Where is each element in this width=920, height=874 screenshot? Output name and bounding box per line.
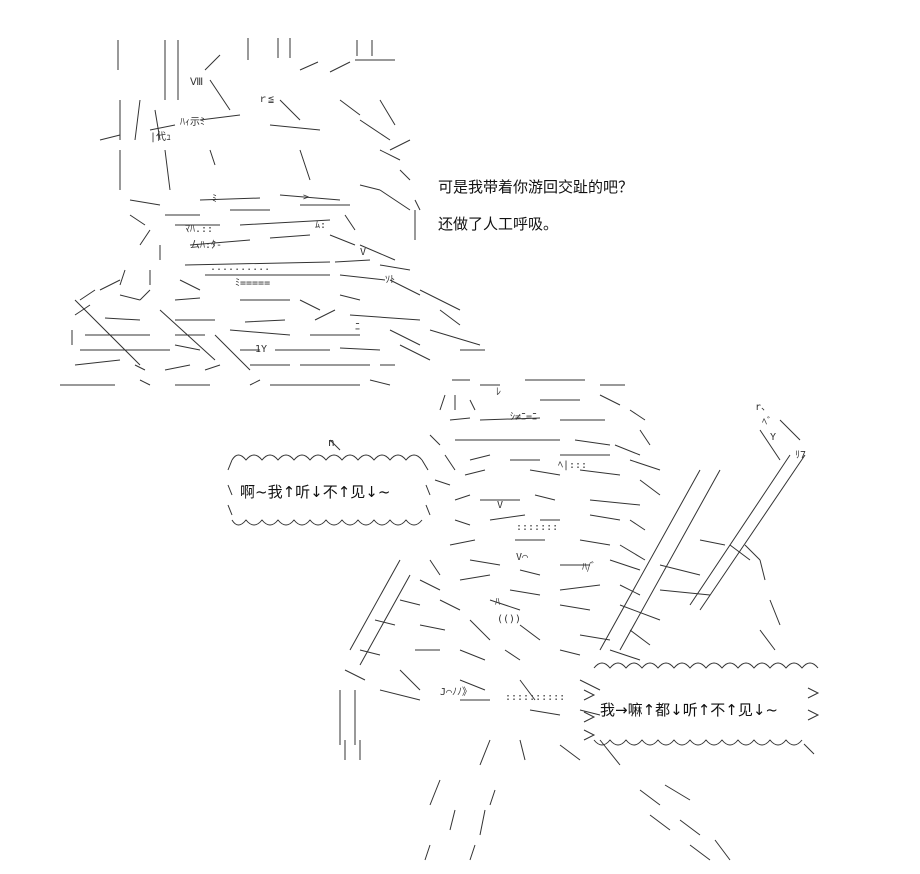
svg-text:Ⅷ: Ⅷ xyxy=(190,77,203,88)
svg-text:ﾐ: ﾐ xyxy=(212,194,217,205)
svg-text:r、: r、 xyxy=(755,402,771,413)
svg-text:ﾊ: ﾊ xyxy=(495,597,500,608)
svg-text:n: n xyxy=(328,436,335,449)
svg-text:ﾘ7: ﾘ7 xyxy=(795,450,806,461)
svg-text:|代ｭ: |代ｭ xyxy=(150,131,171,143)
svg-text:ﾊ/ﾞ: ﾊ/ﾞ xyxy=(582,561,596,573)
svg-text:ﾏﾊ.::: ﾏﾊ.:: xyxy=(185,224,213,235)
svg-text:1Y: 1Y xyxy=(255,344,267,355)
svg-text:Y: Y xyxy=(770,432,776,443)
dialogue-line-2: 还做了人工呼吸。 xyxy=(438,215,559,233)
svg-text:ｒ≦: ｒ≦ xyxy=(258,94,274,105)
svg-text:ﾍﾞ: ﾍﾞ xyxy=(762,416,772,428)
svg-text:ｼ≠ﾆ=ﾆ: ｼ≠ﾆ=ﾆ xyxy=(510,412,537,423)
left-bubble-text: 啊~我↑听↓不↑见↓~ xyxy=(240,483,391,501)
svg-text:ﾆ: ﾆ xyxy=(355,322,360,333)
svg-text:ﾐ=====: ﾐ===== xyxy=(235,278,270,289)
svg-text:(()): (()) xyxy=(497,614,521,625)
svg-text:..........: .......... xyxy=(210,262,270,273)
svg-text:ﾊｨ示ﾐ: ﾊｨ示ﾐ xyxy=(180,117,205,128)
svg-text::::::::: ::::::: xyxy=(516,522,558,533)
svg-text:V: V xyxy=(360,247,366,258)
svg-text:ﾑ:: ﾑ: xyxy=(315,220,326,231)
svg-text:ｿﾄ: ｿﾄ xyxy=(385,275,395,286)
svg-text:ﾍ|:::: ﾍ|::: xyxy=(558,460,587,471)
svg-text:::::::::::: :::::::::: xyxy=(505,692,565,703)
svg-text:J⌒ﾉﾉ》: J⌒ﾉﾉ》 xyxy=(440,686,472,698)
svg-text:>: > xyxy=(303,192,309,203)
dialogue-line-1: 可是我带着你游回交趾的吧？ xyxy=(438,178,634,196)
svg-text:V⌒: V⌒ xyxy=(516,552,528,563)
svg-text:V: V xyxy=(497,500,503,511)
svg-text:ﾚ: ﾚ xyxy=(496,387,501,398)
svg-text:ムﾊ:ﾀ-: ムﾊ:ﾀ- xyxy=(190,239,222,251)
right-bubble-text: 我→嘛↑都↓听↑不↑见↓~ xyxy=(600,701,778,719)
